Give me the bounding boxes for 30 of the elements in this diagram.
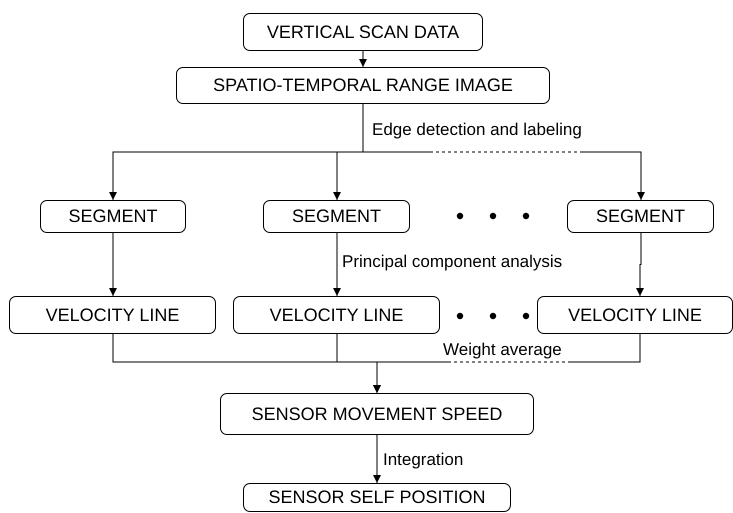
- arrow: [636, 232, 644, 296]
- node-label: SEGMENT: [596, 206, 685, 227]
- node-label: VELOCITY LINE: [568, 304, 702, 326]
- process-box: [9, 296, 216, 334]
- arrow: [373, 434, 381, 484]
- edge-label: Integration: [382, 450, 464, 470]
- process-box: [233, 296, 440, 334]
- node-label: SENSOR MOVEMENT SPEED: [252, 404, 502, 424]
- process-box: [537, 296, 733, 334]
- arrow: [109, 232, 117, 296]
- annotation-text: Edge detection and labeling: [372, 120, 582, 140]
- process-box: [567, 200, 714, 233]
- edge-label: Principal component analysis: [341, 252, 564, 272]
- node-label: VELOCITY LINE: [46, 304, 180, 326]
- process-box: [40, 200, 186, 233]
- node-label: SPATIO-TEMPORAL RANGE IMAGE: [213, 75, 513, 96]
- arrow: [359, 50, 367, 68]
- node-label: SENSOR SELF POSITION: [268, 487, 486, 508]
- process-box: [176, 67, 550, 104]
- arrow: [333, 232, 341, 296]
- process-box: [243, 13, 483, 51]
- node-label: VERTICAL SCAN DATA: [266, 22, 460, 42]
- node-label: VELOCITY LINE: [270, 304, 404, 326]
- process-box: [220, 393, 534, 435]
- node-label: SEGMENT: [68, 206, 158, 227]
- arrow: [373, 334, 640, 394]
- node-label: SEGMENT: [292, 206, 381, 227]
- annotation-text: Weight average: [443, 340, 562, 360]
- process-box: [243, 483, 511, 512]
- process-box: [263, 200, 410, 233]
